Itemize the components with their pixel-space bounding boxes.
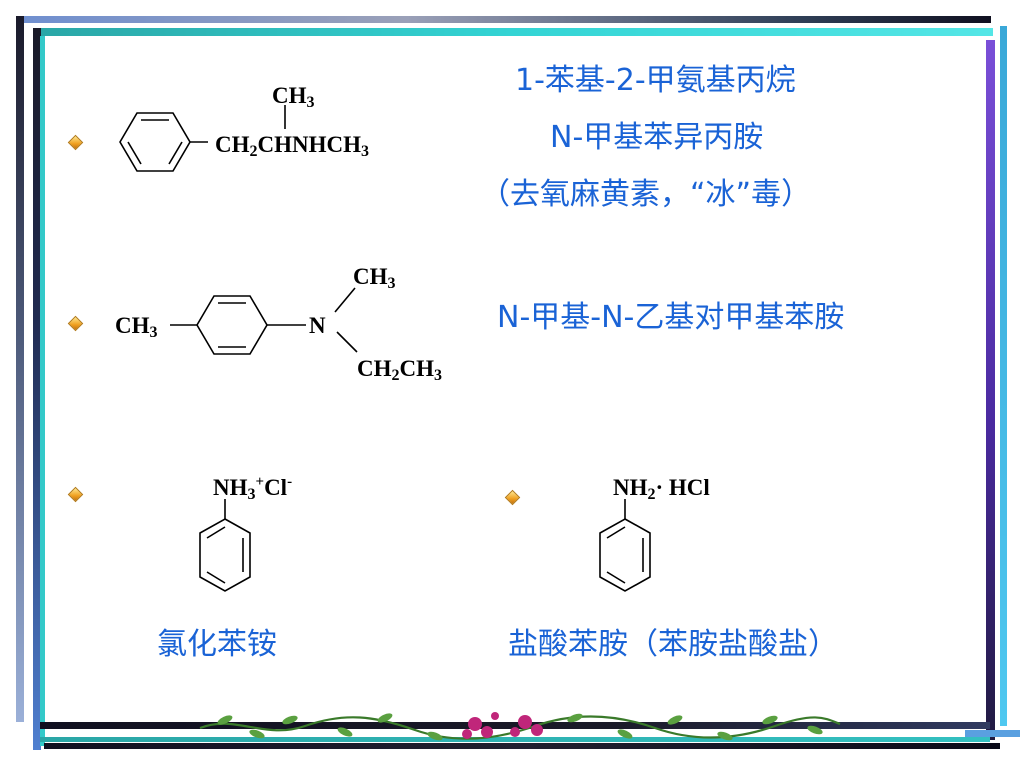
methyl-bond-1	[284, 105, 286, 129]
vine-flower-border-icon	[199, 712, 841, 741]
formula-text: CH3	[353, 264, 396, 292]
diamond-bullet-icon	[67, 134, 84, 151]
frame-bottom-dark-bar-2	[44, 743, 1000, 749]
formula-methyl-left: CH3	[115, 313, 158, 341]
formula-ch3-top: CH3	[272, 83, 315, 111]
frame-bottom-cyan-bar	[40, 737, 990, 742]
formula-n-methyl: CH3	[353, 264, 396, 292]
benzene-ring-structure-3	[199, 499, 251, 592]
nitrogen-bonds	[334, 287, 358, 353]
frame-right-purple-bar	[986, 40, 995, 740]
frame-left-cyan-bar	[40, 36, 45, 746]
formula-aniline-hcl: NH2· HCl	[613, 475, 710, 503]
compound-name-4: 盐酸苯胺（苯胺盐酸盐）	[508, 627, 838, 662]
compound-name-line-2: N-甲基苯异丙胺	[550, 120, 764, 155]
formula-text: CH2CH3	[357, 356, 442, 384]
compound-name-2: N-甲基-N-乙基对甲基苯胺	[497, 300, 845, 335]
frame-left-blue-bar	[33, 28, 41, 750]
formula-n-ethyl: CH2CH3	[357, 356, 442, 384]
frame-left-dark-bar	[16, 16, 24, 722]
frame-top-dark-bar	[16, 16, 991, 23]
formula-side-chain: CH2CHNHCH3	[215, 132, 369, 160]
diamond-bullet-icon	[67, 315, 84, 332]
frame-bottom-right-accent	[965, 730, 1020, 737]
formula-text: NH2· HCl	[613, 475, 710, 503]
frame-top-cyan-bar	[33, 28, 993, 36]
formula-text: CH2CHNHCH3	[215, 132, 369, 160]
formula-text: CH3	[272, 83, 315, 111]
diamond-bullet-icon	[504, 489, 521, 506]
formula-nitrogen: N	[309, 313, 326, 338]
compound-name-line-1: 1-苯基-2-甲氨基丙烷	[515, 63, 796, 98]
frame-right-cyan-bar	[1000, 26, 1007, 726]
diamond-bullet-icon	[67, 486, 84, 503]
compound-name-3: 氯化苯铵	[157, 627, 277, 662]
formula-text: NH3+Cl-	[213, 474, 293, 503]
compound-name-line-3: （去氧麻黄素，“冰”毒）	[480, 177, 812, 212]
benzene-ring-structure-2	[170, 295, 306, 355]
frame-bottom-dark-bar	[40, 722, 990, 729]
formula-text: CH3	[115, 313, 158, 341]
formula-anilinium-chloride: NH3+Cl-	[213, 474, 293, 503]
benzene-ring-structure-4	[599, 499, 651, 592]
benzene-ring-structure-1	[119, 112, 208, 172]
